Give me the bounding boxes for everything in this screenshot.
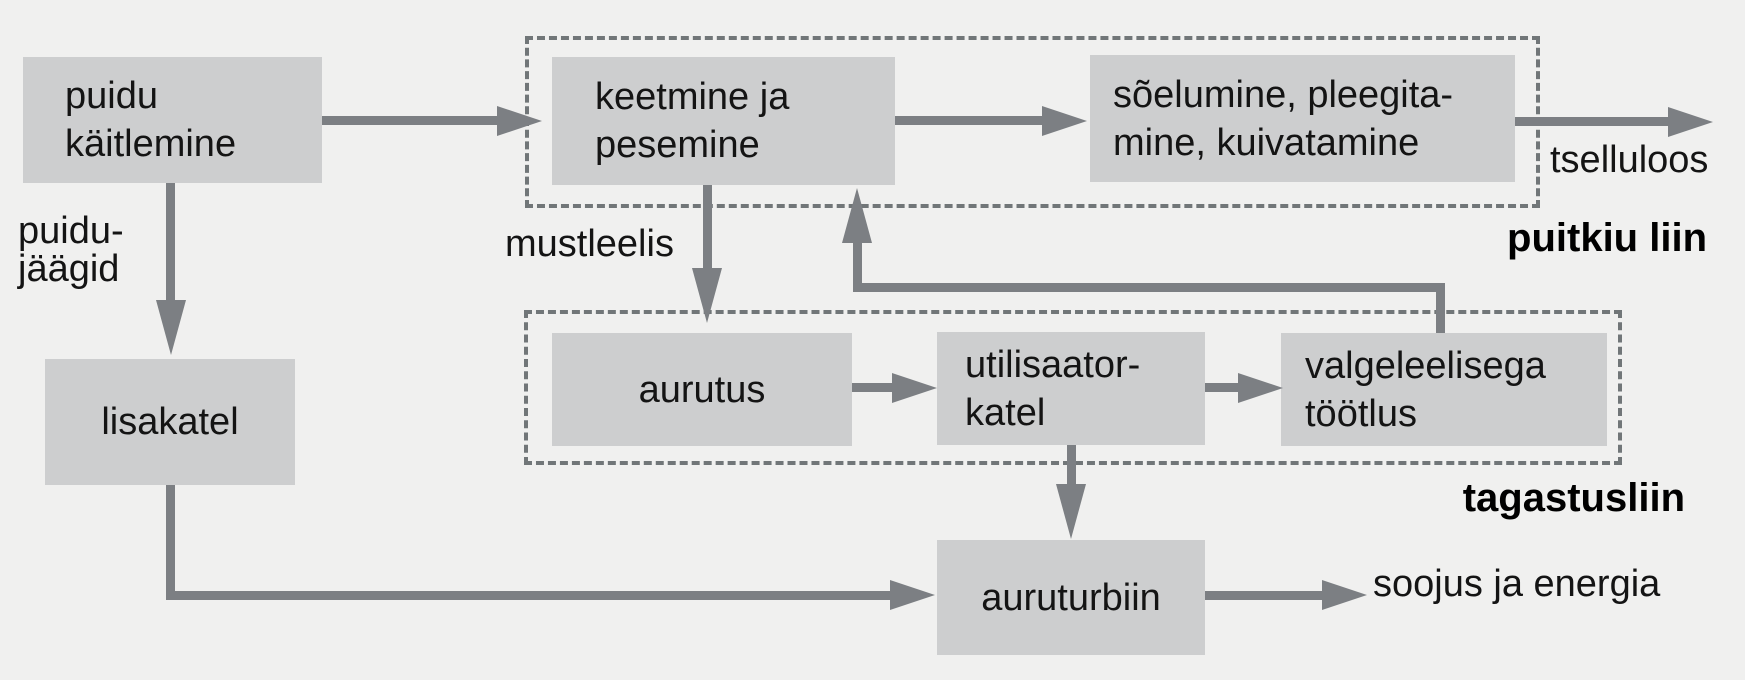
box-aurutus: aurutus xyxy=(552,333,852,446)
arrow-aurutus-to-utilisaator-head-icon xyxy=(892,373,937,403)
arrow-soelumine-to-tselluloos-shaft xyxy=(1515,117,1668,126)
box-soelumine-line1: sõelumine, pleegita- xyxy=(1113,73,1454,116)
label-puidujaagid: puidu- jäägid xyxy=(18,212,124,288)
box-keetmine-line2: pesemine xyxy=(595,124,760,166)
box-keetmine-ja-pesemine: keetmine ja pesemine xyxy=(552,57,895,185)
box-valgeleelisega-tootlus: valgeleelisega töötlus xyxy=(1281,333,1607,446)
label-puidujaagid-line1: puidu- xyxy=(18,210,124,252)
box-lisakatel: lisakatel xyxy=(45,359,295,485)
return-line-valgeleelis-vertical xyxy=(1436,283,1445,333)
arrow-puidujaagid-head-icon xyxy=(156,300,186,355)
box-utilisaatorkatel-line1: utilisaator- xyxy=(965,343,1141,386)
arrow-utilisaator-to-auruturbiin-head-icon xyxy=(1056,484,1086,539)
return-line-up-shaft xyxy=(853,240,862,292)
box-utilisaatorkatel-line2: katel xyxy=(965,391,1046,434)
arrow-puidu-to-keetmine-head-icon xyxy=(497,106,542,136)
arrow-utilisaator-to-valgeleelis-head-icon xyxy=(1238,373,1283,403)
return-line-up-head-icon xyxy=(842,188,872,243)
box-soelumine-pleegitamine-kuivatamine: sõelumine, pleegita- mine, kuivatamine xyxy=(1090,55,1515,182)
arrow-auruturbiin-out-head-icon xyxy=(1322,580,1367,610)
arrow-keetmine-to-soelumine-shaft xyxy=(895,116,1042,125)
box-valgeleelis-line2: töötlus xyxy=(1305,392,1417,435)
arrow-soelumine-to-tselluloos-head-icon xyxy=(1668,107,1713,137)
box-puidu-kaitlemine-line2: käitlemine xyxy=(65,123,237,165)
box-auruturbiin: auruturbiin xyxy=(937,540,1205,655)
box-puidu-kaitlemine: puidu käitlemine xyxy=(23,57,322,183)
label-tselluloos: tselluloos xyxy=(1550,139,1709,181)
label-tagastusliin: tagastusliin xyxy=(1462,476,1685,520)
label-soojus-ja-energia: soojus ja energia xyxy=(1373,563,1661,605)
box-soelumine-line2: mine, kuivatamine xyxy=(1113,121,1420,164)
line-lisakatel-to-auruturbiin-head-icon xyxy=(890,580,935,610)
arrow-utilisaator-to-auruturbiin-shaft xyxy=(1067,445,1076,484)
arrow-keetmine-to-soelumine-head-icon xyxy=(1042,106,1087,136)
label-puidujaagid-line2: jäägid xyxy=(18,248,120,290)
return-line-horizontal xyxy=(853,283,1445,292)
arrow-aurutus-to-utilisaator-shaft xyxy=(852,383,892,392)
box-puidu-kaitlemine-line1: puidu xyxy=(65,75,158,117)
box-aurutus-line1: aurutus xyxy=(638,368,766,411)
box-utilisaatorkatel: utilisaator- katel xyxy=(937,332,1205,445)
box-keetmine-line1: keetmine ja xyxy=(595,76,790,118)
arrow-mustleelis-shaft xyxy=(703,185,712,268)
line-lisakatel-to-auruturbiin-shaft xyxy=(166,591,890,600)
box-auruturbiin-line1: auruturbiin xyxy=(981,576,1161,619)
label-mustleelis: mustleelis xyxy=(505,223,674,265)
arrow-auruturbiin-out-shaft xyxy=(1205,591,1322,600)
box-lisakatel-line1: lisakatel xyxy=(101,401,239,443)
box-valgeleelis-line1: valgeleelisega xyxy=(1305,344,1546,387)
arrow-mustleelis-head-icon xyxy=(692,268,722,323)
arrow-utilisaator-to-valgeleelis-shaft xyxy=(1205,383,1238,392)
arrow-puidujaagid-shaft xyxy=(166,183,175,300)
label-puitkiu-liin: puitkiu liin xyxy=(1507,216,1707,260)
arrow-puidu-to-keetmine-shaft xyxy=(322,116,497,125)
line-lisakatel-down xyxy=(166,485,175,595)
